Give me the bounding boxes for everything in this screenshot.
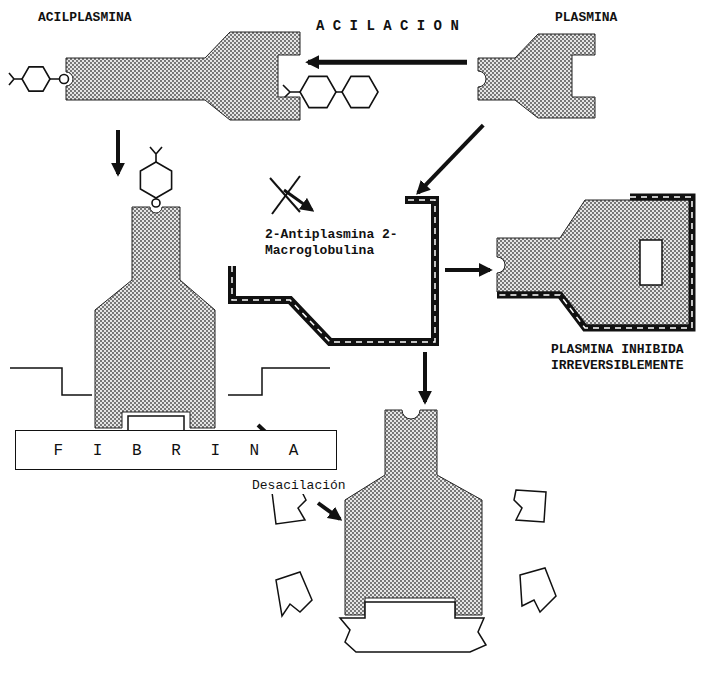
shape-stroke — [497, 197, 692, 328]
reaction-arrow — [445, 268, 490, 272]
clot-outline — [10, 368, 330, 395]
fibrin-fragments — [272, 488, 556, 616]
shape-stroke — [640, 240, 662, 285]
shape-stroke — [9, 73, 60, 85]
node-label: PLASMINA — [555, 10, 619, 26]
inhibited-plasmin-outline — [493, 192, 697, 332]
node-label: PLASMINA INHIBIDA IRREVERSIBLEMENTE — [551, 342, 691, 374]
blocked-inhibition — [270, 176, 312, 214]
inhibitor-outline — [225, 195, 442, 348]
deacylation-arrow — [318, 503, 340, 519]
fibrin-band: F I B R I N A — [15, 430, 337, 470]
shape-stroke — [66, 32, 300, 120]
bound-acylplasmin — [95, 147, 215, 431]
shape-stroke — [232, 200, 435, 342]
reaction-arrow — [116, 130, 120, 174]
shape-stroke — [478, 34, 595, 118]
reaction-arrow — [418, 125, 483, 193]
reaction-arrow — [423, 352, 427, 402]
inhibited-plasmin: PLASMINA INHIBIDA IRREVERSIBLEMENTE — [493, 192, 697, 378]
shape-stroke — [497, 197, 692, 328]
edge-label: A C I L A C I O N — [314, 18, 461, 34]
shape-stroke — [232, 200, 435, 342]
active-plasmin-on-fibrin — [340, 410, 486, 652]
shape-stroke — [497, 200, 690, 325]
node-label: 2-Antiplasmina 2-Macroglobulina — [265, 227, 405, 259]
inhibitor: 2-Antiplasmina 2-Macroglobulina — [225, 195, 442, 348]
shape-stroke — [22, 67, 50, 91]
reaction-arrow — [308, 60, 467, 65]
acylplasmin: ACILPLASMINA — [5, 5, 305, 127]
process-label: Desacilación — [250, 478, 348, 494]
band-label: F I B R I N A — [19, 442, 333, 460]
plasmin: PLASMINA — [470, 5, 623, 123]
shape-stroke — [60, 75, 69, 84]
node-label: ACILPLASMINA — [38, 10, 188, 26]
